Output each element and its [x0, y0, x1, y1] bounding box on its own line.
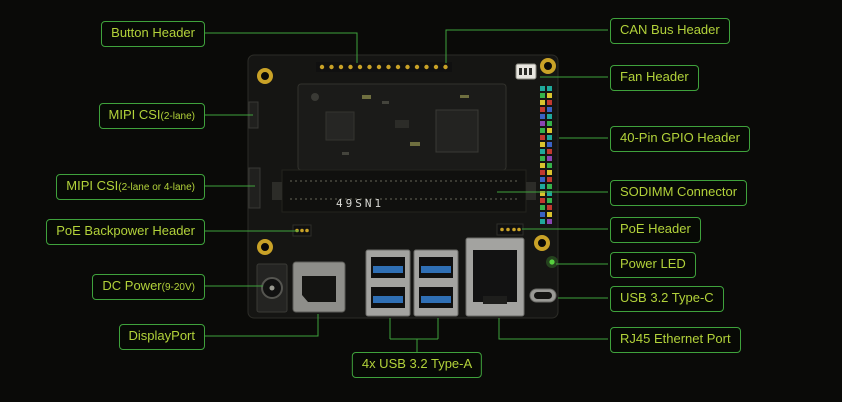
callout-label: PoE Backpower Header [56, 223, 195, 238]
poe-header-pins [496, 223, 524, 236]
callout-usb-c: USB 3.2 Type-C [610, 286, 724, 312]
callout-poe-header: PoE Header [610, 217, 701, 243]
usb-c-port [529, 288, 557, 303]
callout-usb-a: 4x USB 3.2 Type-A [351, 352, 483, 378]
callout-label: MIPI CSI [66, 178, 119, 193]
callout-rj45: RJ45 Ethernet Port [610, 327, 741, 353]
callout-label: Fan Header [620, 69, 689, 84]
callout-label: Power LED [620, 256, 686, 271]
callout-sodimm-connector: SODIMM Connector [610, 180, 748, 206]
callout-label: MIPI CSI [108, 107, 161, 122]
callout-label: DisplayPort [128, 328, 195, 343]
callout-label: 40-Pin GPIO Header [620, 130, 740, 145]
usb-a-stack-2 [413, 249, 459, 317]
callout-label-suffix: (9-20V) [161, 282, 195, 293]
callout-label: Button Header [111, 25, 195, 40]
callout-label-suffix: (2-lane or 4-lane) [118, 182, 195, 193]
gpio-header-pins [540, 86, 552, 224]
callout-gpio-header: 40-Pin GPIO Header [610, 126, 750, 152]
fan-header-connector [515, 63, 537, 80]
callout-label: USB 3.2 Type-C [620, 290, 714, 305]
callout-displayport: DisplayPort [118, 324, 205, 350]
callout-label: CAN Bus Header [620, 22, 720, 37]
mounting-hole [540, 58, 556, 74]
callout-label: RJ45 Ethernet Port [620, 331, 731, 346]
pcb-board: 49SN1 [247, 54, 559, 319]
callout-fan-header: Fan Header [610, 65, 699, 91]
som-module [297, 83, 507, 171]
rj45-port [465, 237, 525, 317]
mounting-hole [257, 68, 273, 84]
callout-button-header: Button Header [101, 21, 205, 47]
button-header-pins [316, 62, 452, 72]
callout-dc-power: DC Power(9-20V) [92, 274, 205, 300]
callout-label: 4x USB 3.2 Type-A [361, 356, 473, 371]
sodimm-slot: 49SN1 [272, 169, 536, 213]
mounting-hole [534, 235, 550, 251]
power-led [546, 256, 558, 268]
mounting-hole [257, 239, 273, 255]
callout-mipi-csi-2or4lane: MIPI CSI(2-lane or 4-lane) [56, 174, 205, 200]
usb-a-stack-1 [365, 249, 411, 317]
displayport-port [292, 261, 346, 313]
dc-power-jack [256, 263, 288, 313]
callout-poe-backpower-header: PoE Backpower Header [46, 219, 205, 245]
callout-label: DC Power [102, 278, 162, 293]
callout-power-led: Power LED [610, 252, 696, 278]
callout-label-suffix: (2-lane) [160, 111, 195, 122]
callout-label: SODIMM Connector [620, 184, 738, 199]
callout-lines [205, 29, 608, 352]
callout-label: PoE Header [620, 221, 691, 236]
mipi-csi-connector-2 [248, 167, 261, 209]
sodimm-marking: 49SN1 [336, 197, 384, 210]
callout-can-bus-header: CAN Bus Header [610, 18, 730, 44]
callout-mipi-csi-2lane: MIPI CSI(2-lane) [98, 103, 205, 129]
